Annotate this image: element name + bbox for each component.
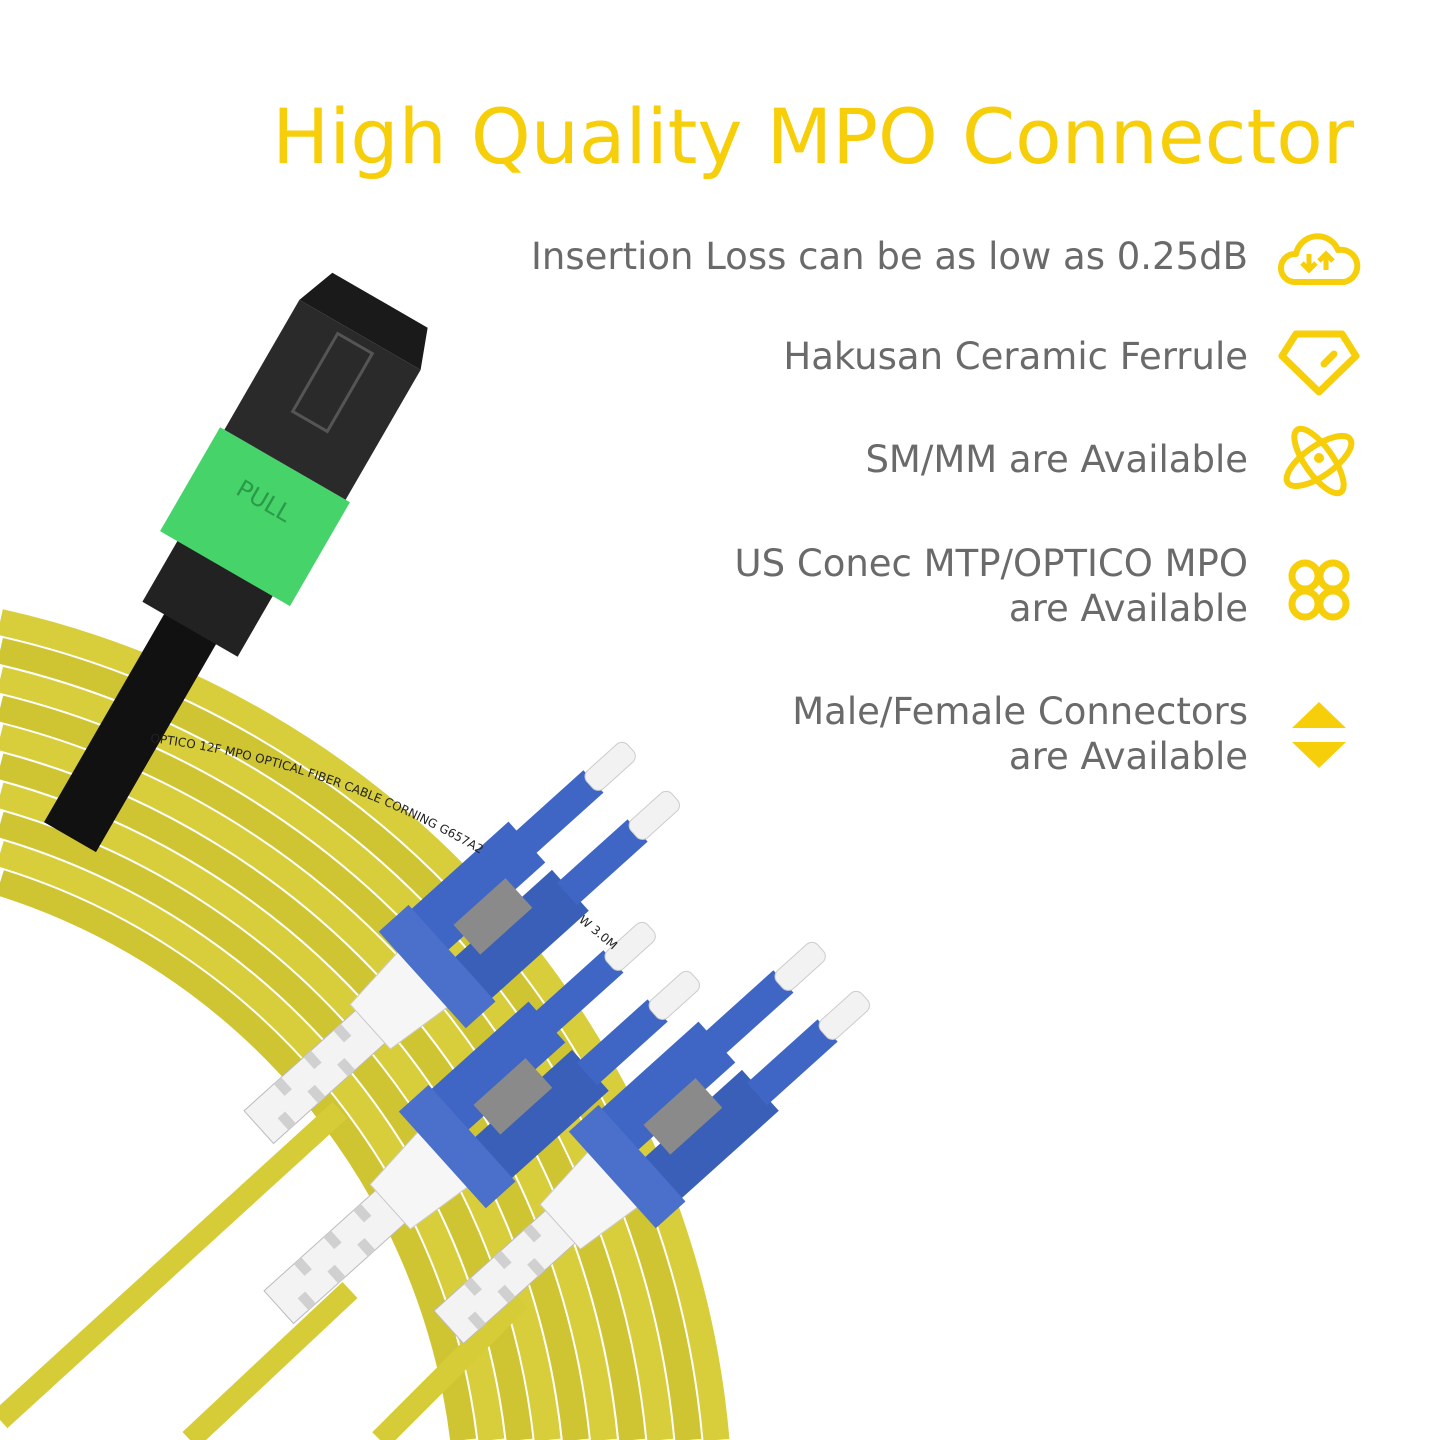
mpo-connector: PULL xyxy=(44,272,428,853)
command-icon xyxy=(1274,545,1364,635)
feature-insertion-loss: Insertion Loss can be as low as 0.25dB xyxy=(530,235,1248,278)
feature-ferrule: Hakusan Ceramic Ferrule xyxy=(783,335,1248,378)
cable-print-tail: W 3.0M xyxy=(576,913,620,953)
diamond-icon xyxy=(1274,316,1364,406)
up-down-arrows-icon xyxy=(1274,690,1364,780)
fanout-cables xyxy=(0,1101,528,1440)
atom-icon xyxy=(1274,416,1364,506)
page-title: High Quality MPO Connector xyxy=(272,92,1354,181)
cloud-transfer-icon xyxy=(1274,212,1364,302)
feature-sm-mm: SM/MM are Available xyxy=(865,438,1248,481)
